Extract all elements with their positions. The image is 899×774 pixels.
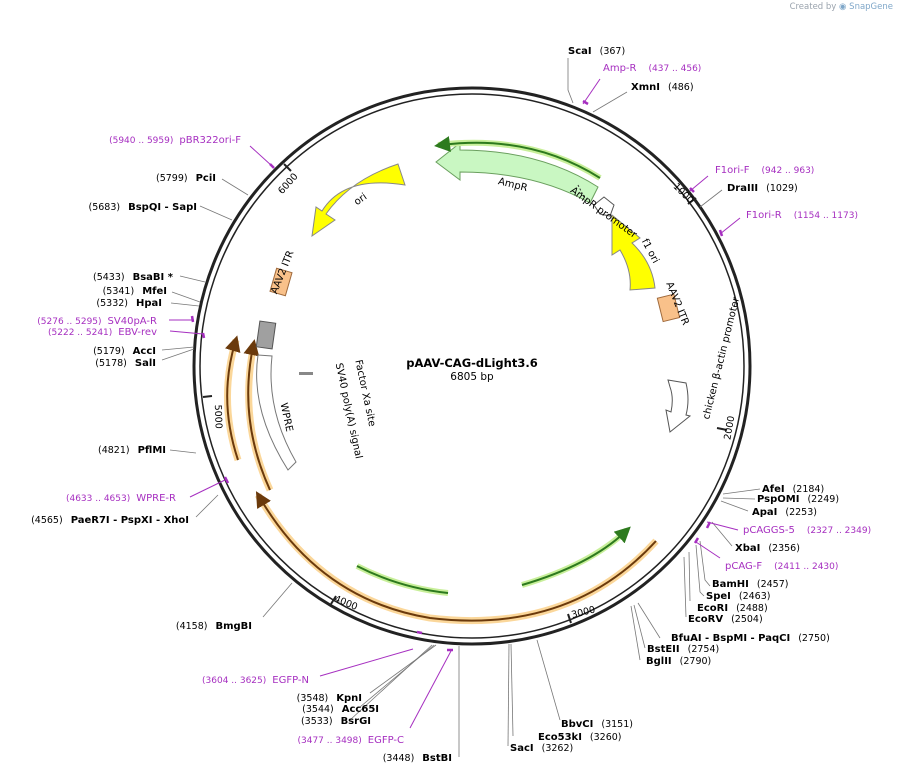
site-bamhi[interactable]: BamHI(2457)	[712, 579, 788, 590]
site-xbai[interactable]: XbaI(2356)	[735, 543, 800, 554]
site-acc65i[interactable]: (3544)Acc65I	[302, 704, 379, 715]
tick-1000: 1000	[671, 181, 696, 206]
site-spei[interactable]: SpeI(2463)	[706, 591, 770, 602]
site-eco53ki[interactable]: Eco53kI(3260)	[538, 732, 622, 743]
site-apai[interactable]: ApaI(2253)	[752, 507, 817, 518]
primer-pcag-f[interactable]: pCAG-F(2411 .. 2430)	[725, 561, 838, 572]
feature-insert-orange	[254, 493, 659, 625]
primer-labels: Amp-R(437 .. 456) F1ori-F(942 .. 963) F1…	[603, 63, 871, 572]
features	[224, 136, 692, 625]
site-labels: ScaI(367) XmnI(486) DraIII(1029) AfeI(21…	[510, 46, 839, 754]
site-bfuai[interactable]: BfuAI - BspMI - PaqCI(2750)	[671, 633, 830, 644]
site-bbvci[interactable]: BbvCI(3151)	[561, 719, 633, 730]
primer-wpre-r[interactable]: (4633 .. 4653)WPRE-R	[66, 493, 176, 504]
site-afei[interactable]: AfeI(2184)	[762, 484, 824, 495]
primer-egfp-c[interactable]: (3477 .. 3498)EGFP-C	[297, 735, 404, 746]
site-bsrgi[interactable]: (3533)BsrGI	[301, 716, 371, 727]
site-pflmi[interactable]: (4821)PflMI	[98, 445, 166, 456]
label-ampr-promoter: AmpR promoter	[568, 185, 639, 241]
feature-insert-green-1	[355, 563, 449, 596]
primer-f1ori-r[interactable]: F1ori-R(1154 .. 1173)	[746, 210, 858, 221]
primer-egfp-n[interactable]: (3604 .. 3625)EGFP-N	[202, 675, 309, 686]
site-labels-left: (3448)BstBI (3533)BsrGI (3544)Acc65I (35…	[31, 173, 452, 764]
primer-sv40pa-r[interactable]: (5276 .. 5295)SV40pA-R	[37, 316, 157, 327]
site-kpni[interactable]: (3548)KpnI	[297, 693, 362, 704]
primer-lines	[169, 78, 741, 729]
site-sali[interactable]: (5178)SalI	[95, 358, 156, 369]
tick-5000: 5000	[212, 404, 224, 429]
site-paer7i[interactable]: (4565)PaeR7I - PspXI - XhoI	[31, 515, 189, 526]
snapgene-credit: Created by ◉ SnapGene	[790, 2, 893, 12]
feature-wpre[interactable]	[256, 354, 297, 471]
site-ecori[interactable]: EcoRI(2488)	[697, 603, 768, 614]
site-pspomi[interactable]: PspOMI(2249)	[757, 494, 839, 505]
site-bspqi[interactable]: (5683)BspQI - SapI	[89, 202, 198, 213]
feature-aav2-itr-left[interactable]	[269, 267, 293, 297]
feature-aav2-itr-right[interactable]	[656, 293, 681, 323]
site-bsabi[interactable]: (5433)BsaBI *	[93, 272, 174, 283]
tick-marks: 1000 2000 3000 4000 5000 6000	[202, 163, 737, 624]
site-acci[interactable]: (5179)AccI	[93, 346, 156, 357]
label-ori: ori	[352, 191, 369, 207]
site-hpai[interactable]: (5332)HpaI	[96, 298, 162, 309]
leader-lines	[161, 58, 761, 757]
feature-cba-promoter[interactable]	[665, 379, 692, 433]
site-bstbi[interactable]: (3448)BstBI	[383, 753, 452, 764]
feature-f1-ori[interactable]	[611, 213, 656, 291]
label-ampr: AmpR	[497, 176, 529, 194]
tick-2000: 2000	[722, 415, 737, 441]
primer-ebv-rev[interactable]: (5222 .. 5241)EBV-rev	[48, 327, 157, 338]
plasmid-name: pAAV-CAG-dLight3.6	[406, 356, 537, 370]
primer-pcaggs-5[interactable]: pCAGGS-5(2327 .. 2349)	[743, 525, 871, 536]
backbone	[192, 86, 752, 646]
site-pcii[interactable]: (5799)PciI	[156, 173, 216, 184]
site-bglii[interactable]: BglII(2790)	[646, 656, 711, 667]
site-xmni[interactable]: XmnI(486)	[631, 82, 694, 93]
site-ecorv[interactable]: EcoRV(2504)	[688, 614, 763, 625]
label-cba-promoter: chicken β-actin promoter	[701, 295, 742, 420]
primer-labels-left: (3604 .. 3625)EGFP-N (3477 .. 3498)EGFP-…	[37, 135, 404, 746]
primer-marks	[190, 99, 724, 652]
site-scai[interactable]: ScaI(367)	[568, 46, 625, 57]
snapgene-logo-icon: ◉	[839, 2, 847, 12]
feature-ampr-promoter[interactable]	[593, 196, 615, 217]
site-draiii[interactable]: DraIII(1029)	[727, 183, 798, 194]
feature-factor-xa[interactable]	[299, 372, 313, 375]
primer-f1ori-f[interactable]: F1ori-F(942 .. 963)	[715, 165, 814, 176]
tick-6000: 6000	[276, 171, 300, 196]
plasmid-length: 6805 bp	[450, 371, 494, 383]
site-bmgbi[interactable]: (4158)BmgBI	[176, 621, 252, 632]
primer-pbr322ori-f[interactable]: (5940 .. 5959)pBR322ori-F	[109, 135, 241, 146]
feature-ori[interactable]	[311, 163, 406, 238]
site-saci[interactable]: SacI(3262)	[510, 743, 573, 754]
site-bsteii[interactable]: BstEII(2754)	[647, 644, 719, 655]
feature-sv40-polya[interactable]	[255, 320, 277, 350]
feature-ampr[interactable]	[435, 141, 599, 204]
credit-text: Created by	[789, 2, 837, 12]
tick-3000: 3000	[570, 604, 596, 621]
primer-amp-r[interactable]: Amp-R(437 .. 456)	[603, 63, 701, 74]
credit-brand: SnapGene	[849, 2, 893, 12]
site-mfei[interactable]: (5341)MfeI	[103, 286, 167, 297]
